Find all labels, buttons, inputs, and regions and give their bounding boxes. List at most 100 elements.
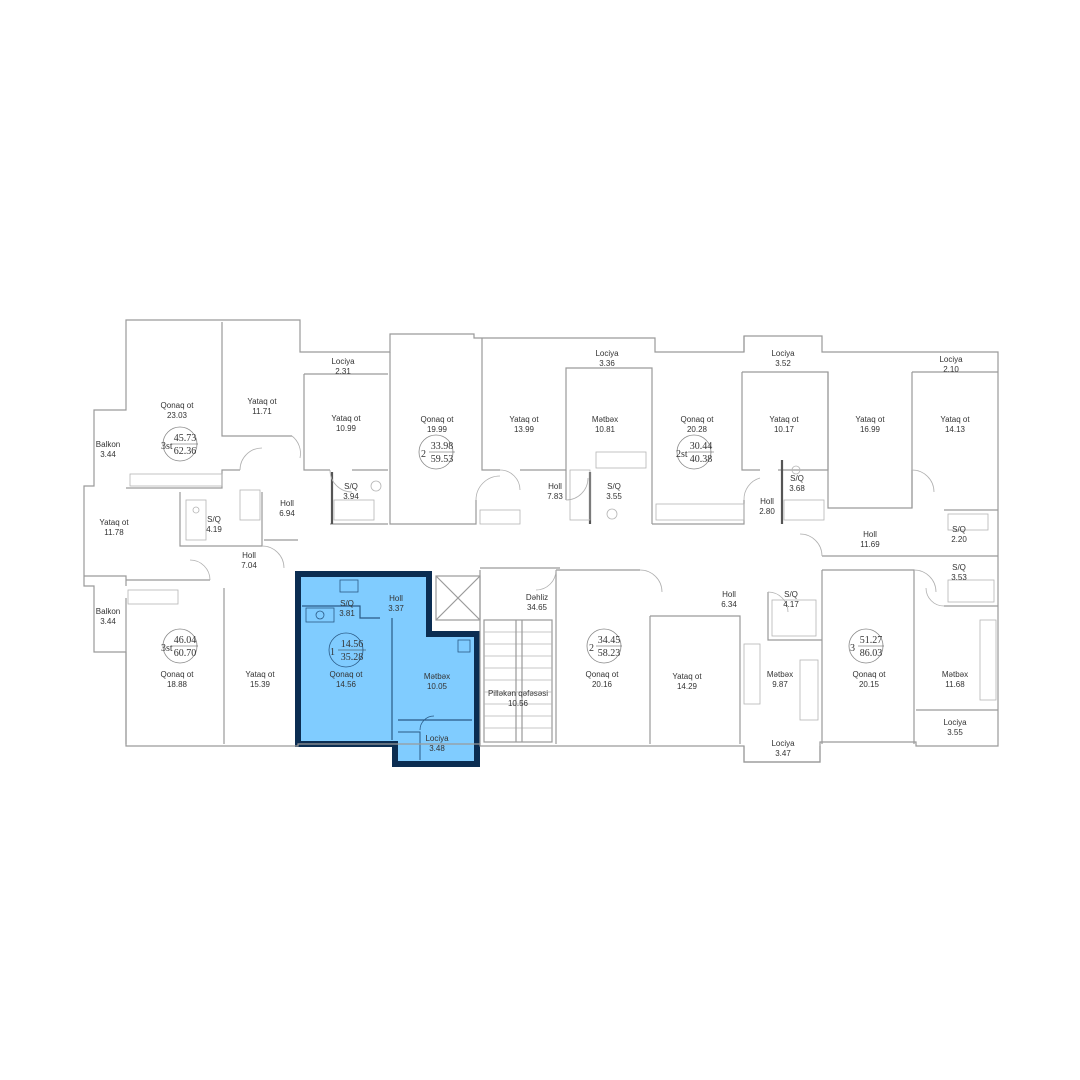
room-area: 3.47	[775, 749, 791, 758]
room-area: 10.99	[336, 424, 357, 433]
apartment-badge-value: 86.03	[860, 648, 883, 659]
room-area: 3.55	[606, 492, 622, 501]
apartment-badge-value: 2st	[676, 449, 688, 460]
room-area: 6.94	[279, 509, 295, 518]
room-area: 15.39	[250, 680, 271, 689]
apartment-badge-value: 35.28	[341, 652, 364, 663]
room-area: 34.65	[527, 603, 548, 612]
room-area: Mətbəx	[424, 672, 450, 681]
room-area: 20.15	[859, 680, 880, 689]
doors	[189, 435, 945, 613]
room-sq-3-94: S/Q3.94	[343, 482, 359, 501]
apt-badge-bottom-right[interactable]: 3 51.27 86.03	[848, 628, 884, 664]
apartment-badge-value: 51.27	[860, 635, 883, 646]
room-area: 9.87	[772, 680, 788, 689]
room-sq-4-19: S/Q4.19	[206, 515, 222, 534]
fixtures	[127, 451, 997, 721]
apartment-badge-value: 46.04	[174, 635, 197, 646]
room-area: Balkon	[96, 607, 120, 616]
room-area: Yataq ot	[245, 670, 275, 679]
room-area: 3.37	[388, 604, 404, 613]
room-sq-3-53: S/Q3.53	[951, 563, 967, 582]
apt-badge-top-left[interactable]: 3st 45.73 62.36	[161, 426, 198, 462]
apartment-badge-value: 1	[330, 647, 335, 658]
room-area: 10.05	[427, 682, 448, 691]
apartment-badge-value: 59.53	[431, 454, 454, 465]
room-area: 3.44	[100, 617, 116, 626]
room-area: 10.81	[595, 425, 616, 434]
room-sq-3-68: S/Q3.68	[789, 474, 805, 493]
apartment-badge-value: 3	[850, 643, 855, 654]
apt-badge-top-mid[interactable]: 2 33.98 59.53	[418, 434, 455, 470]
room-area: Yataq ot	[769, 415, 799, 424]
apt-badge-top-right[interactable]: 2st 30.44 40.38	[676, 434, 714, 470]
room-area: 16.99	[860, 425, 881, 434]
room-area: S/Q	[340, 599, 354, 608]
apartment-badge-value: 30.44	[690, 441, 713, 452]
apt-badge-bottom-left[interactable]: 3st 46.04 60.70	[161, 628, 198, 664]
room-area: Lociya	[771, 739, 795, 748]
room-area: Yataq ot	[99, 518, 129, 527]
room-area: Mətbəx	[942, 670, 968, 679]
room-area: 7.83	[547, 492, 563, 501]
apartment-badge-value: 62.36	[174, 446, 197, 457]
room-area: Mətbəx	[592, 415, 618, 424]
room-area: 18.88	[167, 680, 188, 689]
apt-badge-bottom-mid[interactable]: 2 34.45 58.23	[586, 628, 622, 664]
apartment-badge-value: 3st	[161, 643, 173, 654]
apartment-badge-value: 3st	[161, 441, 173, 452]
room-area: 10.56	[508, 699, 529, 708]
apt-badge-selected[interactable]: 1 14.56 35.28	[328, 632, 366, 668]
selected-apartment[interactable]	[295, 571, 480, 767]
room-area: 4.19	[206, 525, 222, 534]
room-area: 2.31	[335, 367, 351, 376]
room-area: Balkon	[96, 440, 120, 449]
room-area: 11.78	[104, 528, 124, 537]
apartment-badge-value: 33.98	[431, 441, 454, 452]
room-area: 3.53	[951, 573, 967, 582]
room-sq-4-17: S/Q4.17	[783, 590, 799, 609]
room-area: Qonaq ot	[681, 415, 715, 424]
room-area: S/Q	[790, 474, 804, 483]
room-area: S/Q	[952, 525, 966, 534]
room-area: 3.52	[775, 359, 791, 368]
room-area: 11.68	[945, 680, 965, 689]
room-area: Mətbəx	[767, 670, 793, 679]
room-area: 2.10	[943, 365, 959, 374]
room-area: 10.17	[774, 425, 795, 434]
room-area: 3.36	[599, 359, 615, 368]
room-area: Yataq ot	[672, 672, 702, 681]
room-area: 7.04	[241, 561, 257, 570]
room-area: 20.16	[592, 680, 613, 689]
room-area: S/Q	[344, 482, 358, 491]
room-area: Pilləkən qəfəsəsi	[488, 689, 548, 698]
apartment-badges: 3st 45.73 62.36 2 33.98 59.53 2st 30.44 …	[161, 426, 884, 668]
room-area: 2.20	[951, 535, 967, 544]
room-area: 14.29	[677, 682, 698, 691]
room-sq-3-81: S/Q3.81	[339, 599, 355, 618]
room-area: Yataq ot	[247, 397, 277, 406]
room-area: Qonaq ot	[421, 415, 455, 424]
room-area: S/Q	[952, 563, 966, 572]
